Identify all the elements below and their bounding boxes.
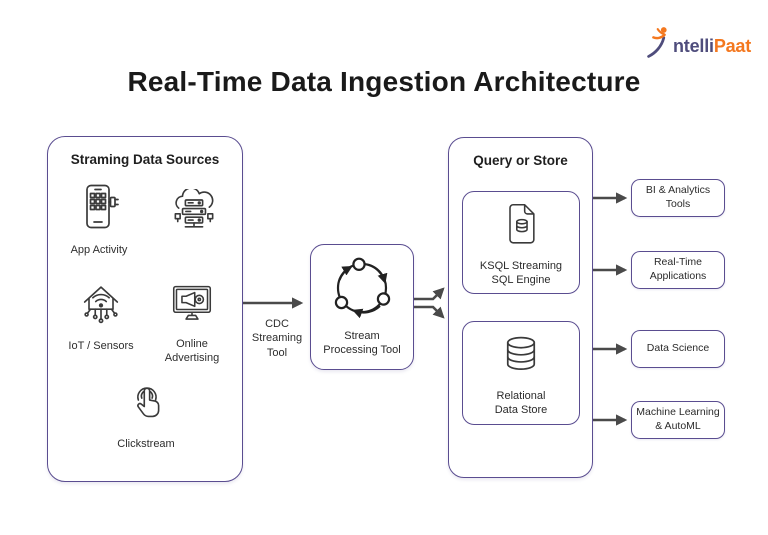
output-box-real-time-applications: Real-Time Applications [631,251,725,289]
output-box-data-science: Data Science [631,330,725,368]
cloud-servers-icon [167,187,221,238]
logo-text-prefix: ntelli [673,35,714,56]
query-panel-title: Query or Store [473,153,568,168]
source-item-cloud-servers [156,187,232,245]
logo-text: ntelliPaat [673,37,751,55]
leaping-person-icon [646,24,672,67]
source-item-label: IoT / Sensors [68,340,134,352]
query-or-store-panel: Query or Store KSQL Streaming SQL Engine [448,137,593,478]
output-label: Real-Time Applications [649,256,707,282]
cycle-arrows-icon [324,255,400,326]
ksql-label: KSQL Streaming SQL Engine [479,260,563,287]
smart-home-iot-icon [77,279,125,332]
source-item-clickstream: Clickstream [102,377,190,451]
output-label: Data Science [646,342,710,355]
relational-data-store-label: Relational Data Store [494,390,548,417]
streaming-data-sources-panel: Straming Data Sources App Activity [47,136,243,482]
relational-data-store-box: Relational Data Store [462,321,580,425]
cdc-streaming-tool-label: CDC Streaming Tool [251,318,303,359]
ksql-streaming-sql-engine-box: KSQL Streaming SQL Engine [462,191,580,294]
clickstream-tap-icon [124,377,168,430]
smartphone-apps-icon [73,183,125,236]
sql-document-icon [502,202,540,251]
output-box-bi-analytics-tools: BI & Analytics Tools [631,179,725,217]
stream-processing-tool-box: Stream Processing Tool [310,244,414,370]
logo-text-suffix: Paat [713,35,752,56]
source-item-app-activity: App Activity [60,183,138,257]
output-box-machine-learning-automl: Machine Learning & AutoML [631,401,725,439]
source-item-online-advertising: Online Advertising [154,283,230,366]
output-label: BI & Analytics Tools [645,184,711,210]
source-item-iot-sensors: IoT / Sensors [60,279,142,353]
output-label: Machine Learning & AutoML [636,406,720,432]
source-item-label: App Activity [70,244,128,256]
source-item-label: Clickstream [117,438,175,450]
stream-processing-tool-label: Stream Processing Tool [323,330,401,357]
intellipaat-logo: ntelliPaat [646,24,751,67]
database-icon [498,334,544,381]
page-title: Real-Time Data Ingestion Architecture [127,66,641,97]
source-item-label: Online Advertising [164,338,220,365]
sources-panel-title: Straming Data Sources [70,152,220,167]
online-advertising-icon [168,283,216,330]
